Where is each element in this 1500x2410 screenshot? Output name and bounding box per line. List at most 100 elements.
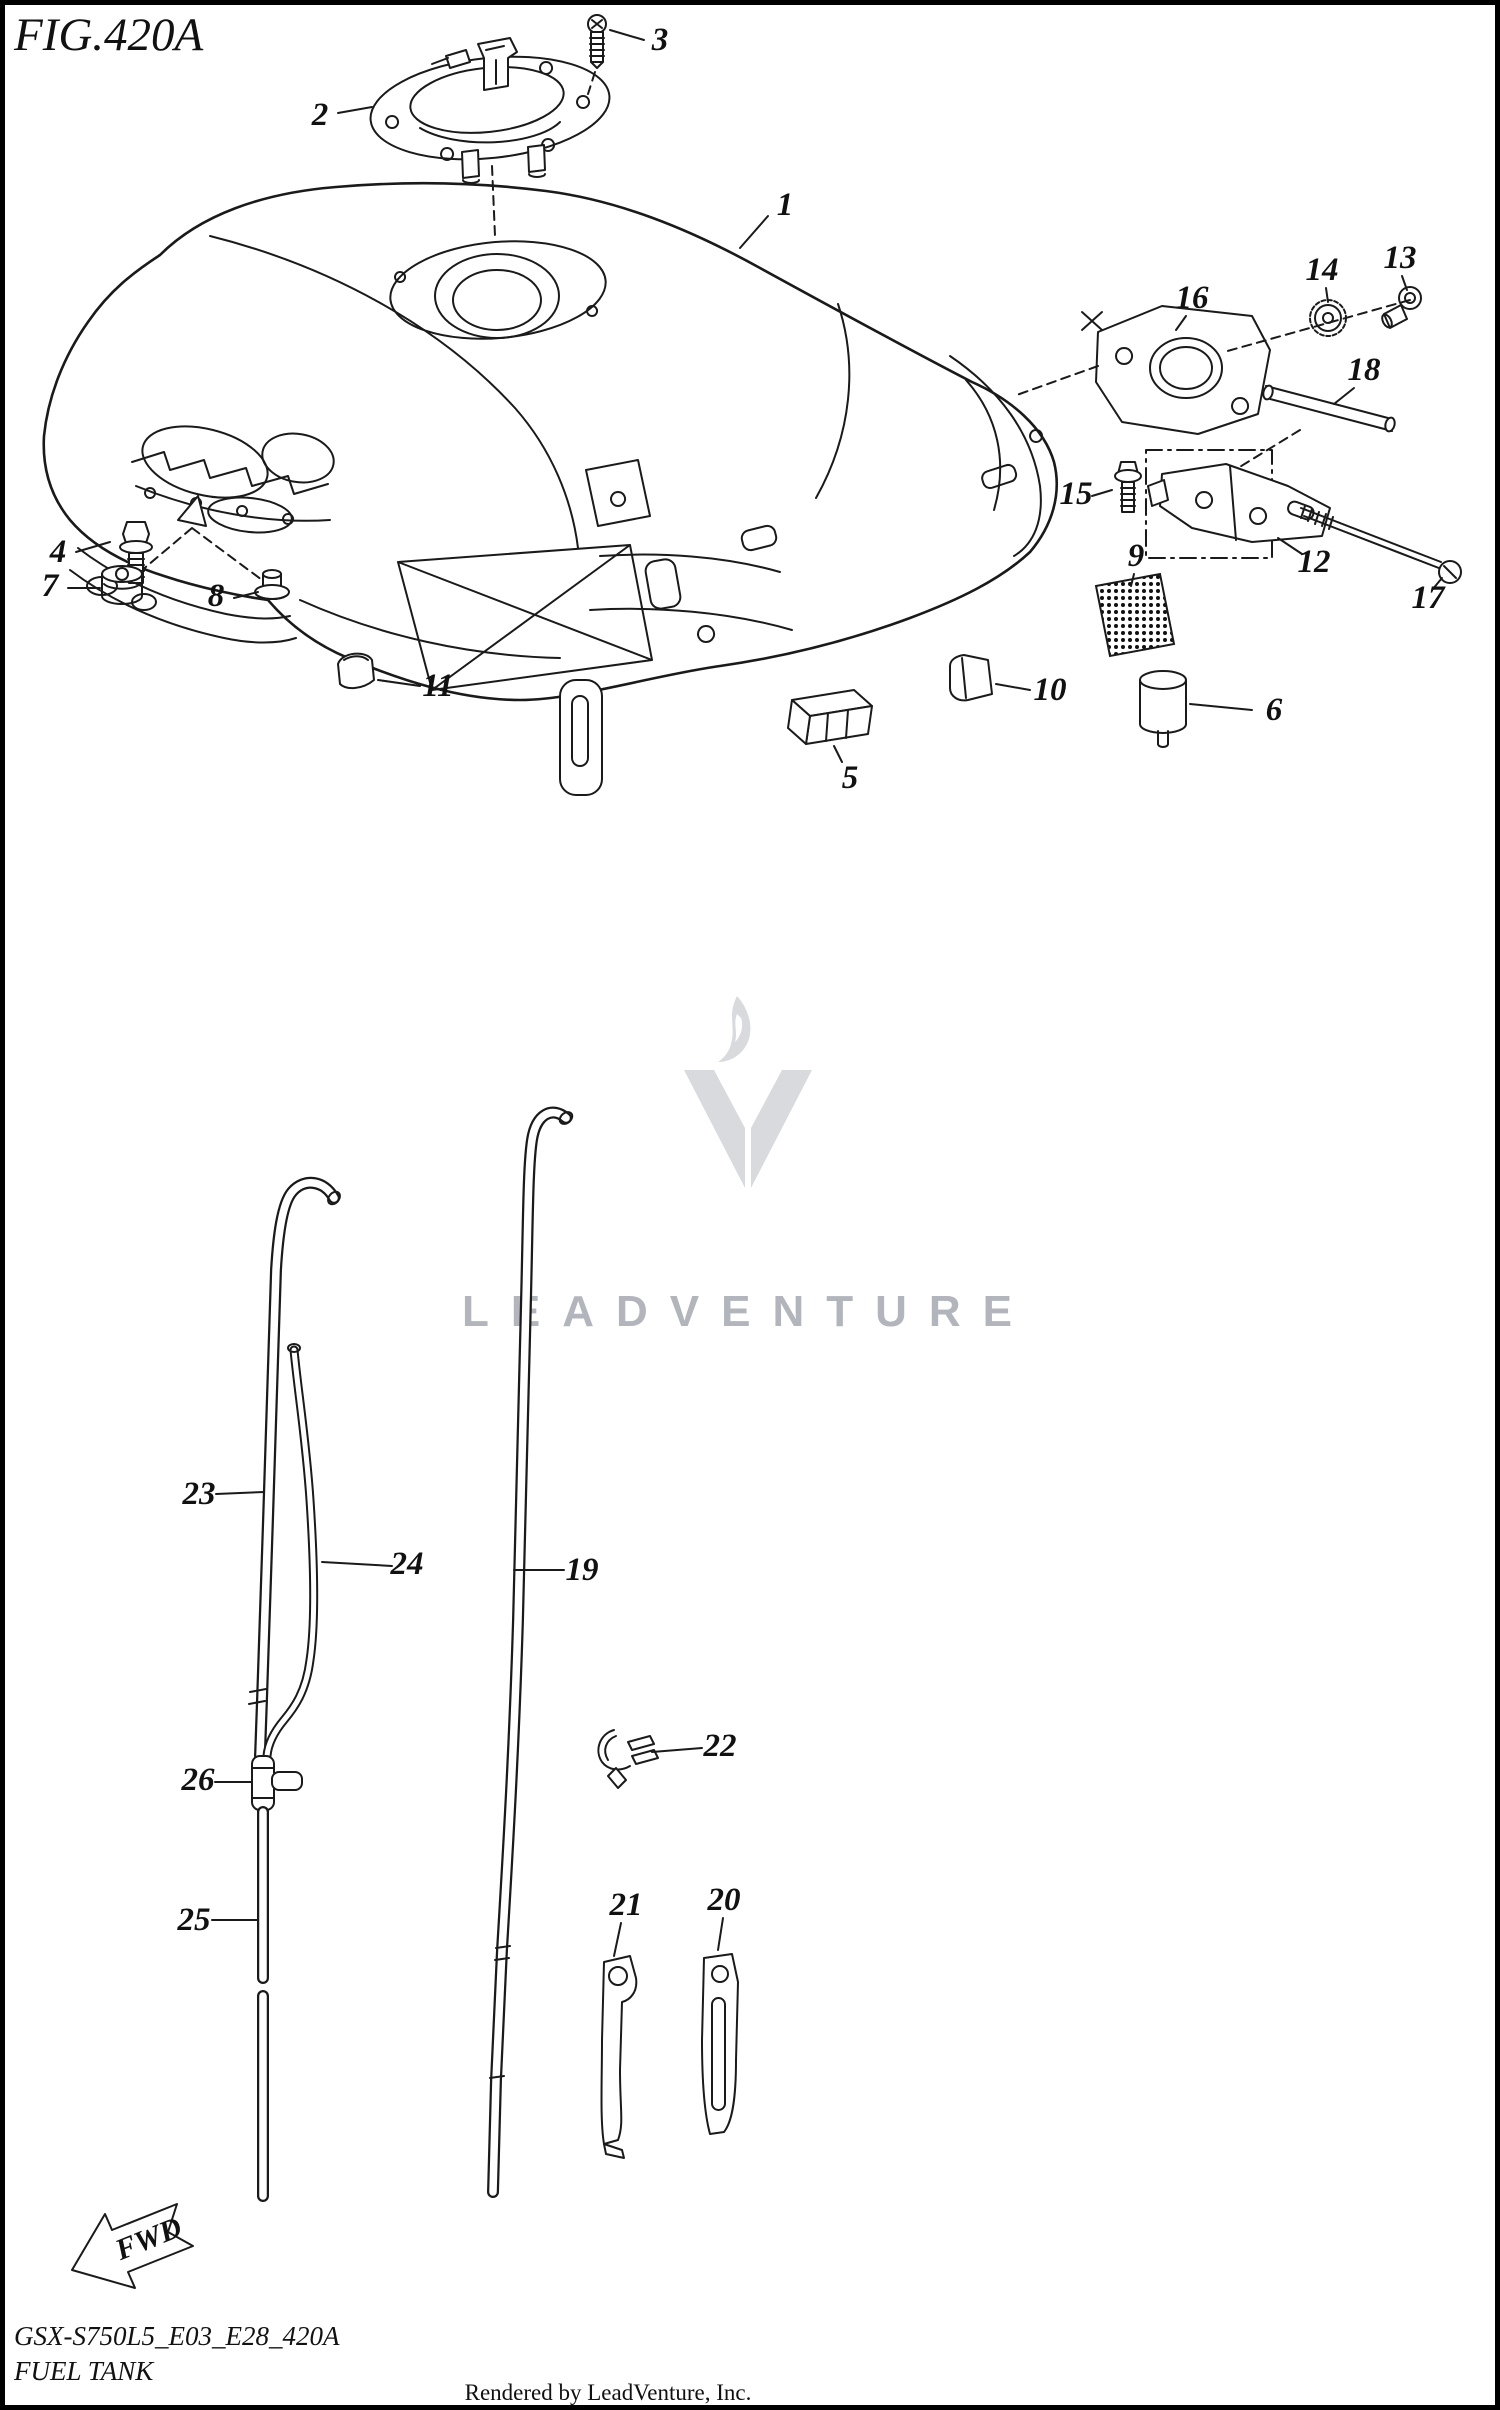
block-seams [825,709,849,742]
grommet-hole [115,567,129,581]
tank-mount-band [131,451,331,522]
callout-4[interactable]: 4 [49,534,111,570]
part-number-1[interactable]: 1 [777,187,794,223]
watermark-v-left [684,1070,745,1188]
damper-top [1139,670,1187,690]
part-number-21[interactable]: 21 [609,1887,643,1923]
callout-13[interactable]: 13 [1384,240,1417,291]
callout-7[interactable]: 7 [42,568,101,604]
callout-26[interactable]: 26 [181,1762,253,1798]
part-number-6[interactable]: 6 [1266,692,1283,728]
callout-16[interactable]: 16 [1175,280,1210,331]
part-18-spacer-pipe [1262,384,1396,433]
leader-line [1130,573,1135,587]
callout-2[interactable]: 2 [311,97,373,133]
leader-line [215,1491,265,1495]
callout-24[interactable]: 24 [321,1546,424,1582]
plate-center-hole [1149,337,1223,399]
part-number-5[interactable]: 5 [842,760,859,796]
tank-mount-tab [177,495,207,527]
bracket-tab [1147,479,1169,507]
part-number-25[interactable]: 25 [177,1902,211,1938]
plate-outline [1095,305,1271,435]
part-number-9[interactable]: 9 [1128,538,1145,574]
bracket-slot [1287,500,1315,521]
part-number-2[interactable]: 2 [311,97,329,133]
part-8-cushion-mount [254,569,290,601]
part-number-14[interactable]: 14 [1306,252,1339,288]
clamp-ring [597,1729,631,1771]
part-number-24[interactable]: 24 [390,1546,424,1582]
part-number-26[interactable]: 26 [181,1762,216,1798]
part-number-11[interactable]: 11 [422,668,453,704]
hose19-joint-marks [489,1945,511,2079]
callout-5[interactable]: 5 [833,745,859,796]
part-number-18[interactable]: 18 [1348,352,1381,388]
callout-12[interactable]: 12 [1277,537,1331,580]
watermark [684,996,812,1188]
part-number-23[interactable]: 23 [182,1476,216,1512]
part-number-16[interactable]: 16 [1176,280,1210,316]
grommet-body [101,573,143,605]
leader-line [1175,315,1187,331]
part-number-13[interactable]: 13 [1384,240,1417,276]
callout-19[interactable]: 19 [513,1552,599,1588]
bolt15-shaft [1121,481,1135,513]
leader-line [337,106,373,114]
part-number-3[interactable]: 3 [651,22,669,58]
callout-9[interactable]: 9 [1128,538,1145,587]
block-side [787,699,811,745]
bolt-threads [127,558,145,578]
bracket-crease [1229,465,1237,541]
callout-6[interactable]: 6 [1189,692,1283,728]
callout-10[interactable]: 10 [995,672,1067,708]
tank-slot-2 [740,524,778,552]
screw-alignment-dash [587,71,596,95]
callout-3[interactable]: 3 [609,22,669,58]
cap-bolt-holes [385,61,591,161]
part-number-7[interactable]: 7 [42,568,60,604]
bolt13-tip [1381,313,1393,329]
cap-latch [445,49,471,69]
callout-23[interactable]: 23 [182,1476,265,1512]
part-number-19[interactable]: 19 [566,1552,599,1588]
leader-line [1333,387,1355,405]
stay-hole [608,1966,628,1986]
pad-body [1094,572,1176,658]
leader-line [1091,489,1113,497]
part-number-17[interactable]: 17 [1412,580,1447,616]
callout-11[interactable]: 11 [377,668,454,704]
part-number-8[interactable]: 8 [208,578,225,614]
leader-line [995,683,1031,691]
screw-threads [589,37,605,57]
part-1-fuel-tank [42,181,1058,796]
callout-14[interactable]: 14 [1306,252,1339,303]
cap-leg-ends [462,173,546,184]
callout-20[interactable]: 20 [707,1882,741,1951]
part-number-22[interactable]: 22 [703,1728,737,1764]
callout-1[interactable]: 1 [739,187,794,249]
part-number-4[interactable]: 4 [49,534,67,570]
callout-21[interactable]: 21 [609,1887,643,1957]
part-number-10[interactable]: 10 [1034,672,1067,708]
tank-slot-3 [981,463,1018,489]
callout-18[interactable]: 18 [1333,352,1381,405]
callout-15[interactable]: 15 [1060,476,1113,512]
cap-lock-tower [477,37,518,91]
tank-rear-panel [949,355,1042,557]
connector-barbs [251,1767,275,1799]
part-number-12[interactable]: 12 [1298,544,1331,580]
callout-17[interactable]: 17 [1412,577,1447,616]
footer-credit: Rendered by LeadVenture, Inc. [465,2380,752,2405]
part-12-bracket [1145,449,1331,559]
tank-strap [559,679,603,796]
part-number-15[interactable]: 15 [1060,476,1093,512]
callout-22[interactable]: 22 [651,1728,737,1764]
strap-slot [711,1997,726,2111]
part-number-20[interactable]: 20 [707,1882,741,1918]
filler-opening [452,269,542,331]
callout-25[interactable]: 25 [177,1902,258,1938]
callout-8[interactable]: 8 [208,578,259,614]
hose23-inner [256,1179,338,1760]
cap-legs [461,144,546,179]
